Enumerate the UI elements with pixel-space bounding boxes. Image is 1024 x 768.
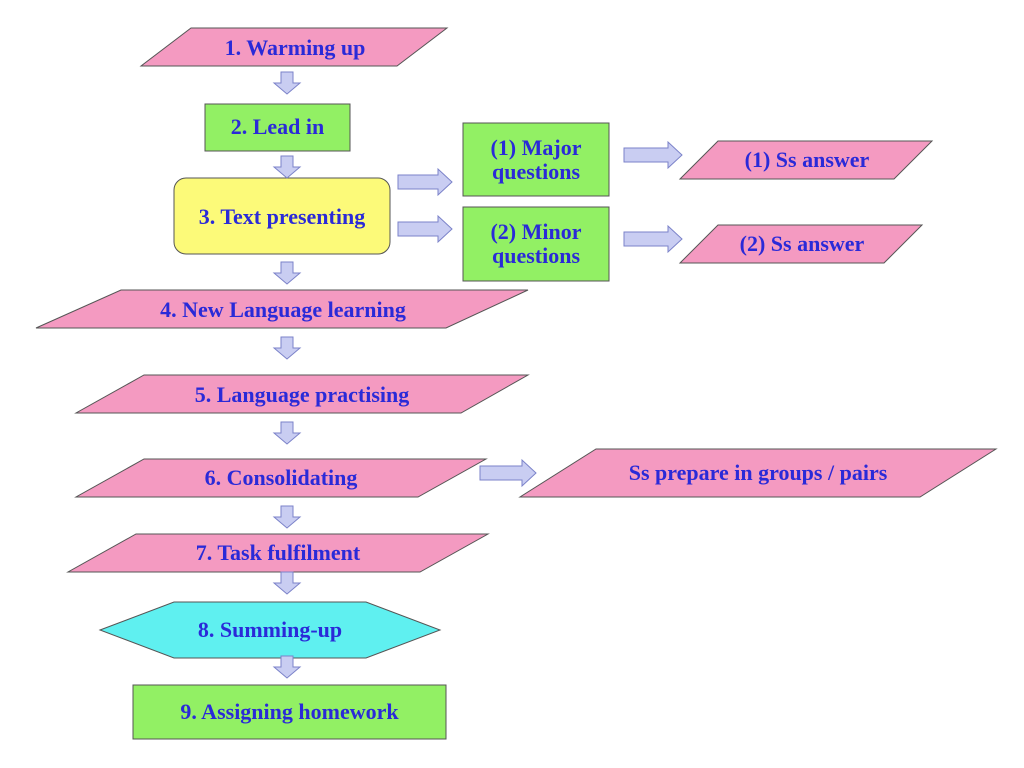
task-fulfilment-label: 7. Task fulfilment [195,540,361,565]
consolidating-label: 6. Consolidating [204,465,358,490]
assigning-homework-label: 9. Assigning homework [180,699,399,724]
minor-questions-line1: (2) Minor [490,219,582,244]
right-arrow-to-minor [397,214,453,244]
ss-answer-2-label: (2) Ss answer [739,231,865,256]
consolidating-shape [74,458,488,498]
down-arrow-1-2 [272,71,302,95]
down-arrow-3-4 [272,261,302,285]
new-language-label: 4. New Language learning [160,297,406,322]
language-practising-label: 5. Language practising [194,382,410,407]
warming-up-label: 1. Warming up [224,35,366,60]
text-presenting-shape [173,177,391,255]
ss-answer-2-shape [678,224,924,264]
minor-questions-shape [462,206,610,282]
major-questions-label: (1) Major questions [463,128,609,192]
minor-questions-label: (2) Minor questions [463,212,609,276]
right-arrow-to-answer-2 [623,224,683,254]
new-language-shape [35,289,529,329]
major-questions-shape [462,122,610,197]
down-arrow-6-7 [272,505,302,529]
ss-answer-1-shape [678,140,934,180]
lead-in-label: 2. Lead in [230,114,325,139]
ss-answer-1-label: (1) Ss answer [744,147,870,172]
down-arrow-2-3 [272,155,302,179]
right-arrow-to-major [397,167,453,197]
groups-pairs-shape [518,448,998,498]
down-arrow-7-8 [272,571,302,595]
down-arrow-4-5 [272,336,302,360]
minor-questions-line2: questions [491,243,581,268]
lead-in-shape [204,103,351,152]
groups-pairs-label: Ss prepare in groups / pairs [628,460,888,485]
major-questions-line1: (1) Major [490,135,582,160]
assigning-homework-shape [132,684,447,740]
right-arrow-to-groups [479,458,537,488]
down-arrow-8-9 [272,655,302,679]
major-questions-line2: questions [491,159,581,184]
right-arrow-to-answer-1 [623,140,683,170]
language-practising-shape [74,374,530,414]
task-fulfilment-shape [66,533,490,573]
down-arrow-5-6 [272,421,302,445]
summing-up-shape [98,601,442,659]
text-presenting-label: 3. Text presenting [198,204,366,229]
summing-up-label: 8. Summing-up [197,617,343,642]
warming-up-shape [139,27,449,67]
